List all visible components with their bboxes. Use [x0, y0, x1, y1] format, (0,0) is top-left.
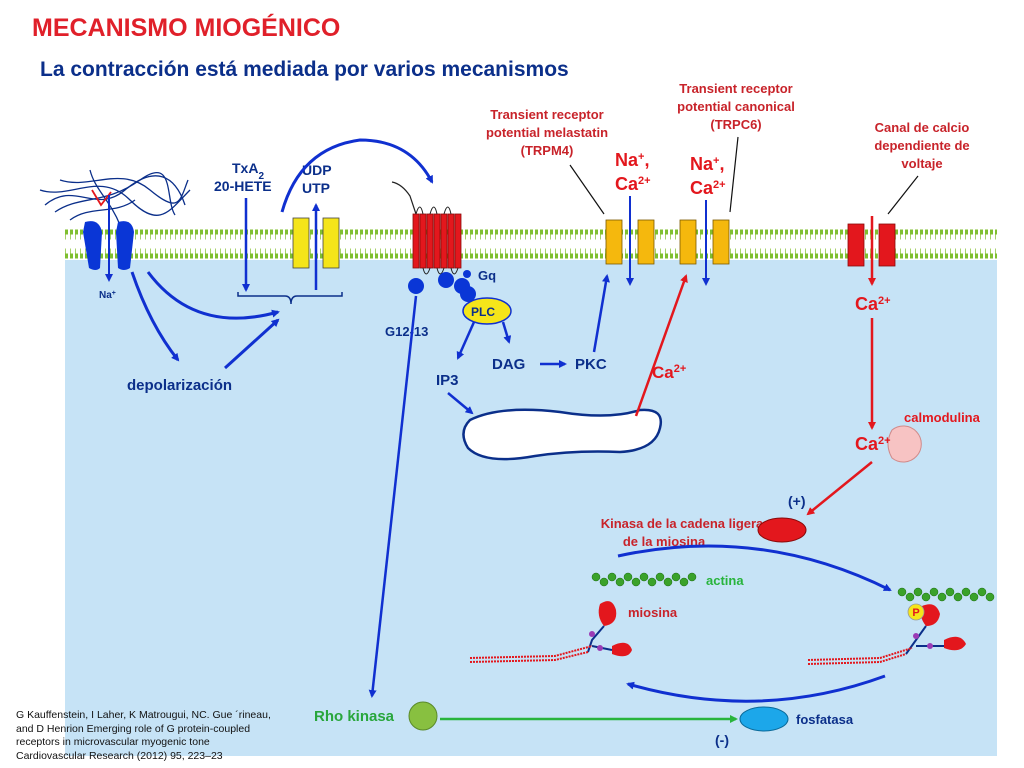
- calmodulin-icon: [887, 425, 922, 463]
- gq-label: Gq: [478, 268, 496, 283]
- page-title: MECANISMO MIOGÉNICO: [32, 14, 341, 42]
- vgcc-label-3: voltaje: [901, 156, 942, 171]
- ca-calmodulin-label: Ca2+: [855, 434, 891, 454]
- plc-label: PLC: [471, 305, 495, 319]
- stretch-na-channel: [83, 221, 134, 270]
- arrow-plc-ip3: [456, 321, 476, 360]
- udp-label: UDP: [302, 162, 332, 178]
- g1213-label: G12-13: [385, 324, 428, 339]
- trpm4-label-2: potential melastatin: [486, 125, 608, 140]
- arrow-to-depolarizacion-1: [130, 271, 180, 362]
- cell-membrane: [65, 228, 997, 260]
- calmodulina-label: calmodulina: [904, 410, 981, 425]
- ca-vgcc-label: Ca2+: [855, 294, 891, 314]
- stretch-fibers-icon: [39, 169, 191, 226]
- trpc6-channel: [679, 219, 730, 265]
- phosphate-icon: [907, 603, 925, 621]
- mlck-enzyme: [757, 517, 807, 543]
- g-protein-subunits: [408, 270, 476, 302]
- arrow-to-udp-bracket: [146, 271, 280, 320]
- plus-label: (+): [788, 493, 806, 509]
- trpc6-na-label: Na+,: [690, 154, 724, 174]
- myosin-right: [807, 604, 966, 665]
- actin-filament-left: [591, 572, 697, 587]
- rho-kinase-icon: [408, 701, 438, 731]
- na-small-label: Na+: [99, 290, 116, 302]
- arrow-plc-dag: [501, 321, 512, 344]
- citation-line: receptors in microvascular myogenic tone: [16, 736, 210, 748]
- trpc6-label-2: potential canonical: [677, 99, 795, 114]
- arrow-depol-to-bracket: [223, 318, 280, 370]
- fosfatasa-icon: [739, 706, 789, 732]
- citation-line: Cardiovascular Research (2012) 95, 223–2…: [16, 749, 223, 762]
- hete-label: 20-HETE: [214, 178, 272, 194]
- trpm4-na-label: Na+,: [615, 150, 649, 170]
- trpc6-label-3: (TRPC6): [710, 117, 761, 132]
- vgcc-label-2: dependiente de: [874, 138, 969, 153]
- minus-label: (-): [715, 732, 729, 748]
- actina-label: actina: [706, 573, 744, 588]
- trpm4-label-3: (TRPM4): [521, 143, 574, 158]
- ca-sr-label: Ca2+: [652, 363, 686, 382]
- trpc6-pointer: [729, 136, 739, 213]
- vgcc-label-1: Canal de calcio: [875, 120, 970, 135]
- stretch-link: [91, 189, 112, 207]
- arrow-calmodulin-mlck: [806, 461, 873, 516]
- page-subtitle: La contracción está mediada por varios m…: [40, 58, 569, 81]
- plc-enzyme: [462, 297, 512, 325]
- pkc-label: PKC: [575, 356, 607, 373]
- arrow-g1213-rho: [368, 295, 418, 698]
- trpm4-ca-label: Ca2+: [615, 174, 651, 194]
- arrow-ip3-sr: [447, 392, 474, 415]
- fosfatasa-label: fosfatasa: [796, 712, 854, 727]
- trpm4-channel: [605, 219, 655, 265]
- arrow-to-gpcr: [280, 138, 434, 213]
- utp-label: UTP: [302, 180, 330, 196]
- trpm4-label-1: Transient receptor: [490, 107, 603, 122]
- dag-label: DAG: [492, 356, 525, 373]
- trpc6-ca-label: Ca2+: [690, 178, 726, 198]
- ip3-label: IP3: [436, 372, 459, 389]
- phosphate-label: P: [912, 607, 919, 619]
- trpc6-label-1: Transient receptor: [679, 81, 792, 96]
- mlck-label-1: Kinasa de la cadena ligera: [601, 516, 764, 531]
- vgcc-pointer: [887, 175, 919, 215]
- miosina-label: miosina: [628, 605, 678, 620]
- rho-kinasa-label: Rho kinasa: [314, 708, 395, 725]
- udp-utp-channel: [292, 217, 340, 269]
- actin-filament-right: [897, 587, 995, 602]
- trpm4-pointer: [569, 164, 605, 215]
- citation-line: and D Henrion Emerging role of G protein…: [16, 722, 251, 735]
- arrow-pkc-trpm4: [592, 274, 610, 353]
- vgcc-channel: [847, 223, 896, 267]
- txa2-label: TxA2: [232, 160, 264, 182]
- sarcoplasmic-reticulum: [462, 408, 663, 461]
- cytoplasm: [65, 258, 997, 756]
- myosin-left: [469, 601, 632, 663]
- arrow-sr-ca-release: [634, 274, 688, 417]
- citation-line: G Kauffenstein, I Laher, K Matrougui, NC…: [16, 709, 271, 721]
- phosphorylation-arrow: [617, 544, 892, 592]
- gpcr-receptor: [391, 181, 462, 275]
- bracket: [237, 292, 343, 305]
- depolarizacion-label: depolarización: [127, 377, 232, 394]
- citation: G Kauffenstein, I Laher, K Matrougui, NC…: [16, 709, 286, 763]
- dephosphorylation-arrow: [626, 674, 886, 703]
